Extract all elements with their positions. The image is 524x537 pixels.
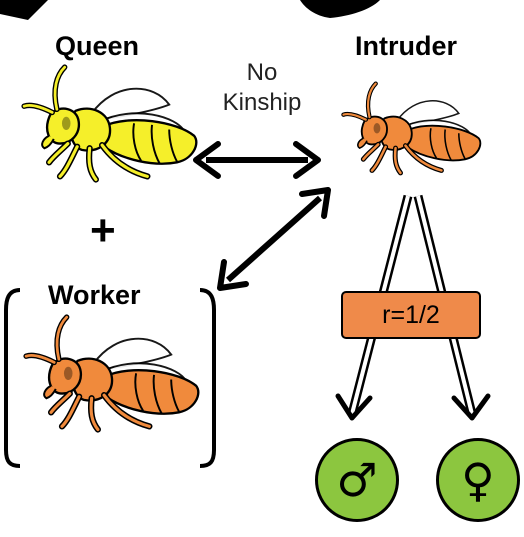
female-symbol-icon: ♀ xyxy=(436,438,520,522)
top-left-edge-shape xyxy=(0,0,48,20)
queen-label: Queen xyxy=(55,31,139,62)
plus-sign: + xyxy=(90,206,116,256)
intruder-bee-icon xyxy=(343,84,480,173)
male-symbol-icon: ♂ xyxy=(315,438,399,522)
intruder-label: Intruder xyxy=(355,31,457,62)
no-kinship-line2: Kinship xyxy=(203,88,321,118)
worker-label: Worker xyxy=(48,280,141,311)
top-center-edge-shape xyxy=(300,0,380,18)
no-kinship-label: No Kinship xyxy=(203,58,321,118)
worker-bracket-right xyxy=(200,290,214,466)
worker-bee-icon xyxy=(26,317,198,429)
no-kinship-line1: No xyxy=(203,58,321,88)
worker-intruder-arrow xyxy=(220,190,328,288)
queen-bee-icon xyxy=(24,67,196,179)
queen-intruder-arrow xyxy=(196,144,318,176)
worker-bracket-left xyxy=(6,290,20,466)
relatedness-box: r=1/2 xyxy=(341,291,481,339)
